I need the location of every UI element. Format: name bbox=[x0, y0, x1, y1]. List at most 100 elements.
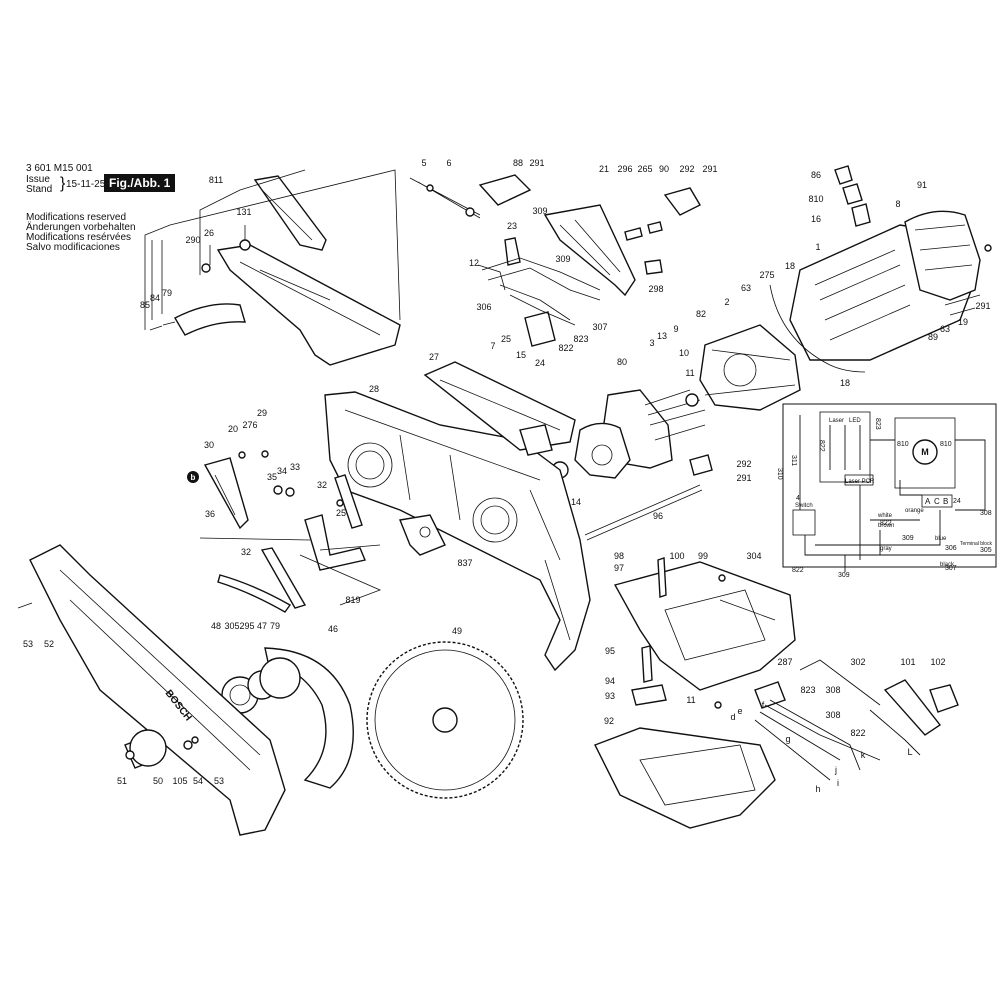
stand-label: Stand bbox=[26, 184, 53, 195]
part-number-label: 23 bbox=[507, 221, 517, 231]
part-number-label: 28 bbox=[369, 384, 379, 394]
part-number-label: 25 bbox=[336, 508, 346, 518]
part-number-label: 290 bbox=[185, 235, 200, 245]
part-number-label: f bbox=[762, 700, 765, 710]
part-number-label: 63 bbox=[741, 283, 751, 293]
part-number-label: 296 bbox=[617, 164, 632, 174]
part-number-label: 94 bbox=[605, 676, 615, 686]
sch-part: 311 bbox=[790, 455, 797, 466]
note-en: Modifications reserved bbox=[26, 212, 127, 223]
part-number-label: 32 bbox=[317, 480, 327, 490]
wire-black-label: black bbox=[940, 562, 955, 568]
part-number-label: 30 bbox=[204, 440, 214, 450]
part-number-label: 48 bbox=[211, 621, 221, 631]
part-number-label: 18 bbox=[840, 378, 850, 388]
lower-guard bbox=[221, 647, 354, 789]
part-number-label: 53 bbox=[214, 776, 224, 786]
part-number-label: 90 bbox=[659, 164, 669, 174]
part-number-label: 26 bbox=[204, 228, 214, 238]
part-number-label: 53 bbox=[23, 639, 33, 649]
part-number-label: 9 bbox=[673, 324, 678, 334]
note-fr: Modifications resérvées bbox=[26, 232, 132, 243]
switch-label: Switch bbox=[795, 503, 813, 509]
part-number-label: 291 bbox=[529, 158, 544, 168]
laser-label: Laser bbox=[829, 418, 844, 424]
part-number-label: 97 bbox=[614, 563, 624, 573]
part-number-label: 91 bbox=[917, 180, 927, 190]
part-number-label: 89 bbox=[928, 332, 938, 342]
part-number-label: 52 bbox=[44, 639, 54, 649]
led-label: LED bbox=[849, 418, 861, 424]
part-number-label: 86 bbox=[811, 170, 821, 180]
part-number-label: 298 bbox=[648, 284, 663, 294]
part-number-label: 88 bbox=[513, 158, 523, 168]
part-number-label: 27 bbox=[429, 352, 439, 362]
part-number-label: 13 bbox=[657, 331, 667, 341]
part-number-label: 11 bbox=[685, 368, 694, 378]
motor-symbol-label: M bbox=[921, 447, 929, 457]
part-number-label: 29 bbox=[257, 408, 267, 418]
part-number-label: 25 bbox=[501, 334, 511, 344]
sch-part: 307 bbox=[945, 565, 957, 572]
part-number-label: 7 bbox=[490, 341, 495, 351]
part-number-label: 308 bbox=[825, 710, 840, 720]
part-number-label: 308 bbox=[825, 685, 840, 695]
part-number-label: 291 bbox=[736, 473, 751, 483]
sch-part: 309 bbox=[902, 535, 914, 542]
part-number-label: h bbox=[815, 784, 820, 794]
part-number-label: 54 bbox=[193, 776, 203, 786]
part-number-label: 102 bbox=[930, 657, 945, 667]
part-number-label: L bbox=[907, 747, 912, 757]
sch-part: 24 bbox=[953, 498, 961, 505]
terminal-b-label: B bbox=[943, 497, 948, 506]
part-number-label: 24 bbox=[535, 358, 545, 368]
part-number-label: 8 bbox=[895, 199, 900, 209]
sch-part: 309 bbox=[838, 572, 850, 579]
part-number-label: 34 bbox=[277, 466, 287, 476]
part-number-label: 10 bbox=[679, 348, 689, 358]
part-number-label: 50 bbox=[153, 776, 163, 786]
sch-part: 823 bbox=[874, 418, 881, 430]
part-number-label: 309 bbox=[532, 206, 547, 216]
part-number-label: j bbox=[834, 765, 837, 775]
part-number-label: 82 bbox=[696, 309, 706, 319]
note-es: Salvo modificaciones bbox=[26, 242, 120, 253]
part-number-label: 79 bbox=[270, 621, 280, 631]
sch-part: 822 bbox=[880, 520, 892, 527]
part-number-label: 810 bbox=[808, 194, 823, 204]
sch-part: 310 bbox=[776, 468, 783, 480]
issue-date: 15-11-25 bbox=[66, 179, 106, 190]
part-number-label: 819 bbox=[345, 595, 360, 605]
sch-part: 810 bbox=[897, 441, 909, 448]
base-assembly bbox=[594, 557, 796, 829]
part-number-label: 2 bbox=[724, 297, 729, 307]
part-number-label: 822 bbox=[850, 728, 865, 738]
part-number-label: 49 bbox=[452, 626, 462, 636]
part-number-label: 46 bbox=[328, 624, 338, 634]
issue-label: Issue bbox=[26, 174, 50, 185]
part-number-label: 47 bbox=[257, 621, 267, 631]
motor-housing bbox=[769, 165, 992, 373]
part-number-label: 309 bbox=[555, 254, 570, 264]
part-number-label: 96 bbox=[653, 511, 663, 521]
part-number-label: 14 bbox=[571, 497, 581, 507]
wire-white-label: white bbox=[877, 513, 893, 519]
modification-notes: Modifications reserved Änderungen vorbeh… bbox=[26, 213, 136, 253]
wire-orange-label: orange bbox=[905, 508, 924, 514]
wire-brown-label: brown bbox=[878, 523, 894, 529]
sch-part: 308 bbox=[980, 510, 992, 517]
part-number-label: e bbox=[737, 706, 742, 716]
part-number-label: 99 bbox=[698, 551, 708, 561]
part-number-label: 92 bbox=[604, 716, 614, 726]
part-number-label: 16 bbox=[811, 214, 821, 224]
wiring-schematic: M A C B Laser PCR Switch Laser LED brown… bbox=[776, 403, 997, 579]
part-number-label: 18 bbox=[785, 261, 795, 271]
sch-part: 822 bbox=[818, 440, 825, 452]
part-number-label: 93 bbox=[605, 691, 615, 701]
part-number-label: 85 bbox=[140, 300, 150, 310]
callout-b-label: b bbox=[191, 473, 196, 482]
part-number-label: 20 bbox=[228, 424, 238, 434]
part-number-label: 15 bbox=[516, 350, 526, 360]
